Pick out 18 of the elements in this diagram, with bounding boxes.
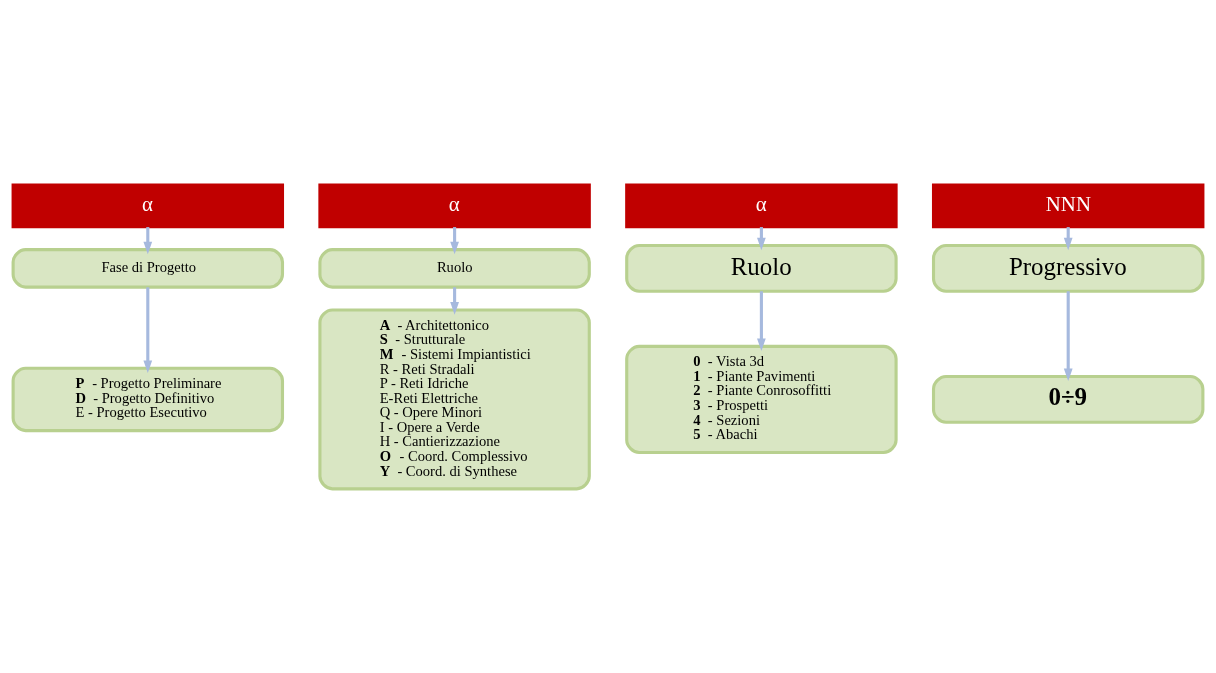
node-box: Progressivo (931, 243, 1205, 293)
arrow (1063, 290, 1073, 381)
node-box: 0 - Vista 3d 1 - Piante Pavimenti 2 - Piante Conrosoffitti 3 - Prospetti 4 - Sezioni 5 - Abachi (625, 344, 898, 454)
node-box: α (625, 183, 898, 228)
arrow (450, 226, 459, 254)
node-box: α (318, 183, 591, 228)
node-box: 0÷9 (931, 374, 1205, 424)
node-box: A - Architettonico S - Strutturale M - Sistemi Impiantistici R - Reti Stradali P - Reti Idriche E-Reti Elettriche Q - Opere Minori I - Opere a Verde H - Cantierizzazione O - Coord. Complessivo Y - Coord. di Synthese (318, 307, 591, 490)
node-box: P - Progetto Preliminare D - Progetto Definitivo E - Progetto Esecutivo (11, 366, 285, 432)
node-box: Ruolo (318, 247, 591, 289)
node-box: NNN (931, 183, 1205, 228)
node-box: α (11, 183, 285, 228)
arrow (143, 286, 153, 373)
arrow (143, 226, 153, 254)
arrow (757, 290, 766, 351)
node-box: Ruolo (625, 243, 898, 293)
arrow (450, 286, 459, 315)
node-box: Fase di Progetto (11, 247, 285, 289)
